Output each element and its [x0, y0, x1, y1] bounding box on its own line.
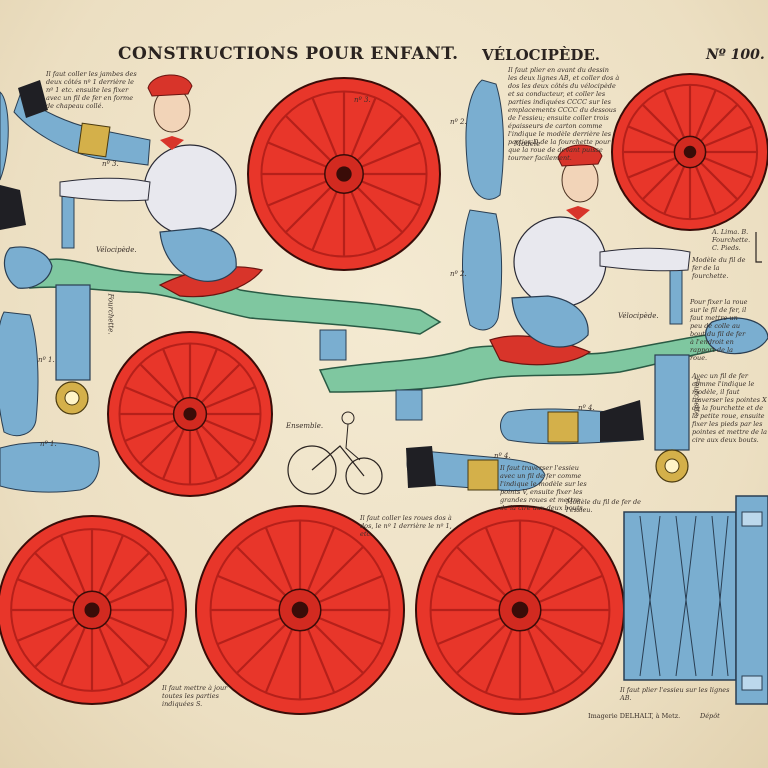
label-n1-left: nº 1. — [38, 356, 55, 364]
note-wheel-fix: Pour fixer la roue sur le fil de fer, il… — [690, 298, 748, 362]
note-cut-parts: Il faut mettre à jour toutes les parties… — [162, 684, 228, 708]
label-fourchette-left: Fourchette. — [106, 293, 115, 335]
note-fold-axle: Il faut plier l'essieu sur les lignes AB… — [620, 686, 730, 702]
note-fork-model: Modèle du fil de fer de la fourchette. — [692, 256, 746, 280]
label-ensemble: Ensemble. — [286, 422, 324, 430]
label-fourchette-right: Fourchette. — [692, 377, 701, 419]
label-n4-right: nº 4. — [578, 404, 595, 412]
label-n1-bottom: nº 1. — [40, 440, 57, 448]
label-velocipede-right: Vélocipède. — [618, 312, 659, 320]
wheel-top-center — [247, 77, 441, 271]
depot-mark: Dépôt — [700, 712, 720, 720]
page-subtitle: VÉLOCIPÈDE. — [482, 46, 601, 64]
wheel-bottom-2 — [195, 505, 405, 715]
wire-model-fork — [755, 232, 762, 263]
velocipede-frame-right — [318, 261, 768, 483]
wheel-bottom-3 — [415, 505, 625, 715]
publisher-imprint: Imagerie DELHALT, à Metz. — [588, 712, 681, 720]
sheet-number: Nº 100. — [706, 47, 765, 63]
wheel-cutouts — [0, 73, 768, 715]
note-assembly: Il faut plier en avant du dessin les deu… — [508, 66, 620, 162]
label-n2-mid: nº 2. — [450, 270, 467, 278]
wheel-top-right — [611, 73, 768, 231]
label-n3-left: nº 3. — [102, 160, 119, 168]
axle-cutout — [623, 495, 768, 705]
note-axle-wire: Il faut traverser l'essieu avec un fil d… — [500, 464, 587, 512]
wheel-middle-left — [107, 331, 273, 497]
label-n4-bottom: nº 4. — [494, 452, 511, 460]
page-title: CONSTRUCTIONS POUR ENFANT. — [118, 44, 459, 64]
wheel-bottom-1 — [0, 515, 187, 705]
label-n2-top: nº 2. — [450, 118, 467, 126]
note-legend-small: A. Lima. B. Fourchette. C. Pieds. — [712, 228, 751, 252]
leg-pieces — [0, 79, 644, 493]
label-n3-right: nº 3. — [354, 96, 371, 104]
label-velocipede-left: Vélocipède. — [96, 246, 137, 254]
note-legs: Il faut coller les jambes des deux côtés… — [46, 70, 137, 110]
rider-right — [511, 144, 691, 348]
label-modele: Modèle — [514, 140, 541, 148]
note-axle-model: Modèle du fil de fer de l'essieu. — [566, 498, 641, 514]
note-wire-fork: Avec un fil de fer comme l'indique le mo… — [692, 372, 768, 444]
ensemble-thumbnail — [287, 411, 383, 495]
note-wheels-glue: Il faut coller les roues dos à dos, le n… — [360, 514, 452, 538]
rider-left — [59, 74, 237, 282]
